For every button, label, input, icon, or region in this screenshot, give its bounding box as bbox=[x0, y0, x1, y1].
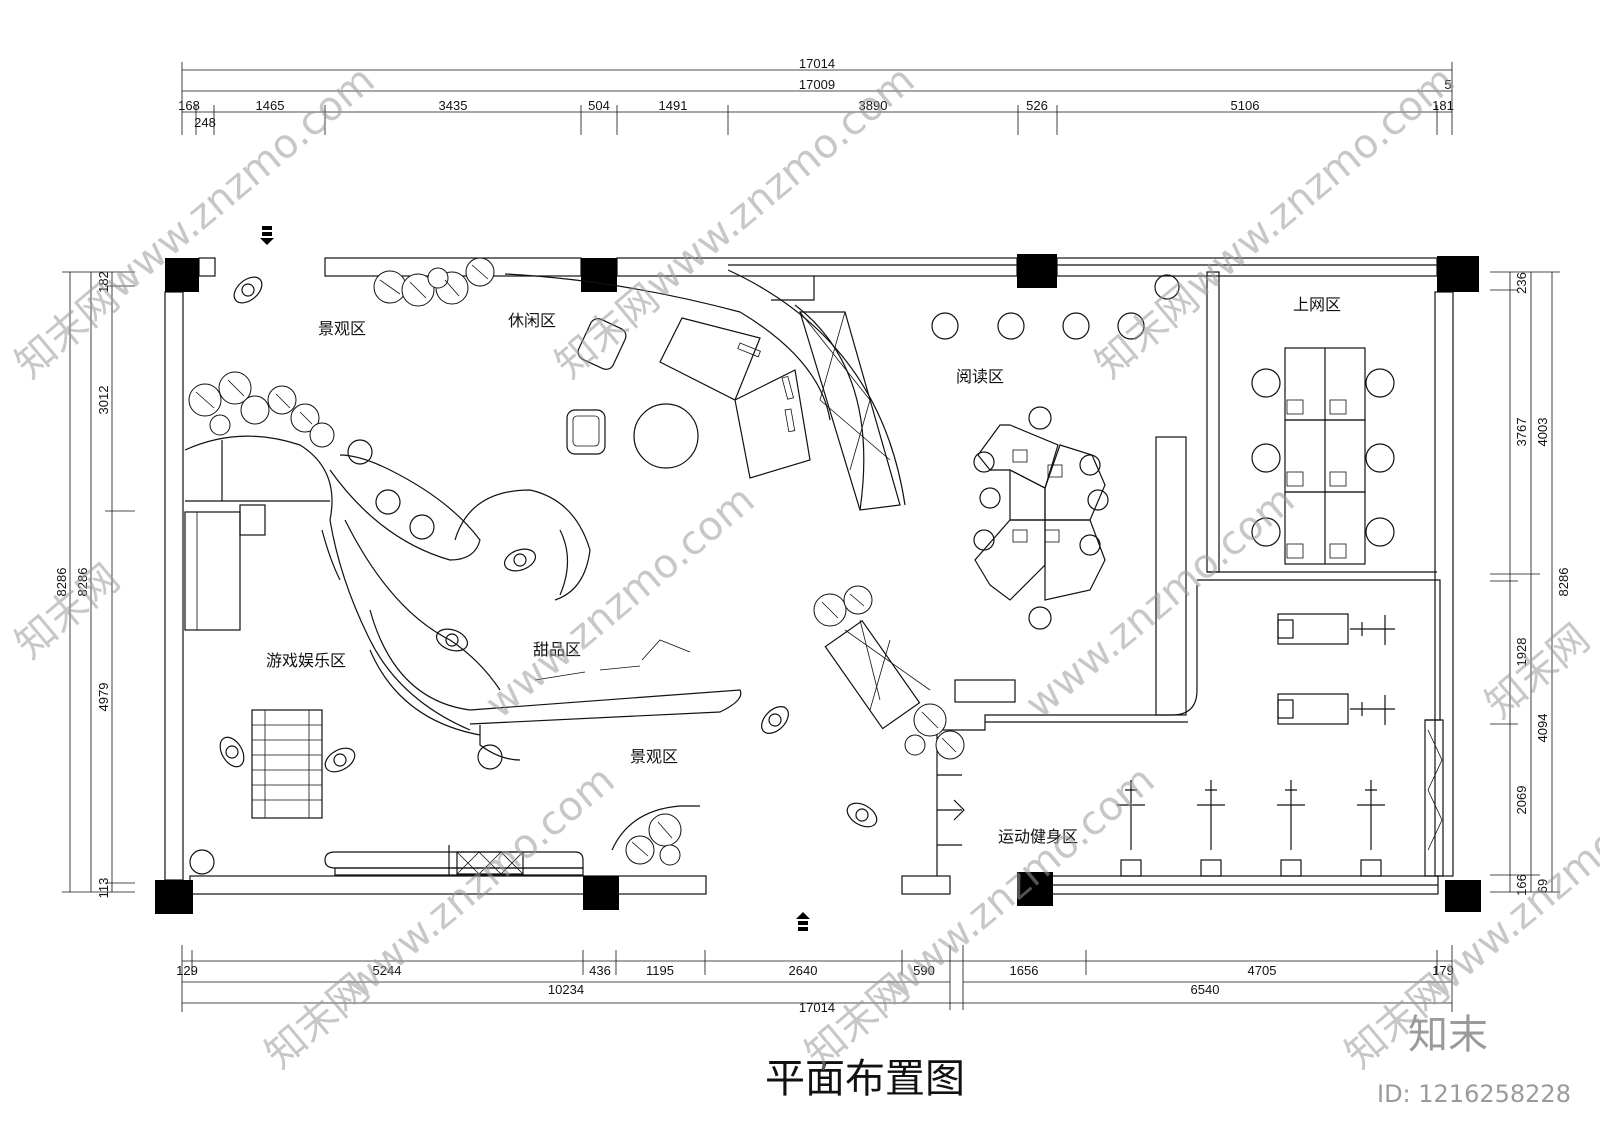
dim-top-seg: 3435 bbox=[439, 98, 468, 113]
dim-bottom-total: 17014 bbox=[799, 1000, 835, 1015]
column bbox=[1437, 256, 1479, 292]
column bbox=[155, 880, 193, 914]
column bbox=[1017, 254, 1057, 288]
dim-right-seg: 236 bbox=[1514, 272, 1529, 294]
zone-label-dessert: 甜品区 bbox=[533, 640, 581, 659]
dim-top-total-1: 17014 bbox=[799, 56, 835, 71]
watermark-site: www.znzmo.com bbox=[337, 757, 624, 1008]
dim-right-total: 8286 bbox=[1556, 568, 1571, 597]
watermark-brand: 知末网 bbox=[547, 275, 668, 387]
leisure-furniture bbox=[504, 269, 1180, 511]
dim-top-sub: 248 bbox=[194, 115, 216, 130]
right-dimensions: 236 3767 1928 2069 166 4003 4094 69 8286 bbox=[1490, 271, 1571, 896]
dim-left-seg: 182 bbox=[96, 271, 111, 293]
dim-bottom-seg: 2640 bbox=[789, 963, 818, 978]
armchair bbox=[566, 409, 606, 455]
zone-label-leisure: 休闲区 bbox=[508, 311, 556, 330]
armchair bbox=[577, 318, 627, 370]
dim-bottom-seg: 5244 bbox=[373, 963, 402, 978]
exercise-bikes bbox=[1117, 780, 1385, 877]
dim-top-seg: 181 bbox=[1432, 98, 1454, 113]
dim-bottom-seg: 590 bbox=[913, 963, 935, 978]
dim-bottom-seg: 179 bbox=[1432, 963, 1454, 978]
dim-bottom-sub-left: 10234 bbox=[548, 982, 584, 997]
dim-left-seg: 113 bbox=[96, 878, 111, 899]
dim-right-seg: 166 bbox=[1514, 874, 1529, 896]
walls bbox=[164, 257, 1454, 895]
watermark-brand: 知末网 bbox=[1477, 615, 1598, 727]
dim-right-seg: 1928 bbox=[1514, 638, 1529, 667]
zone-label-fitness: 运动健身区 bbox=[998, 827, 1078, 846]
bottom-dimensions: 129 5244 436 1195 2640 590 1656 4705 179… bbox=[176, 945, 1454, 1015]
dim-top-seg: 5106 bbox=[1231, 98, 1260, 113]
zone-label-reading: 阅读区 bbox=[956, 367, 1004, 386]
watermark-site: www.znzmo.com bbox=[97, 57, 384, 308]
zone-label-game: 游戏娱乐区 bbox=[266, 651, 346, 670]
dim-bottom-seg: 1195 bbox=[646, 963, 674, 978]
watermark-site: www.znzmo.com bbox=[637, 57, 924, 308]
round-table bbox=[633, 403, 699, 469]
dim-right-seg-b: 69 bbox=[1535, 879, 1550, 893]
structural-columns bbox=[155, 254, 1481, 914]
zone-label-landscape-s: 景观区 bbox=[630, 747, 678, 766]
zone-label-internet: 上网区 bbox=[1293, 295, 1341, 314]
watermark-logo: 知末 bbox=[1408, 1012, 1488, 1058]
bottom-counter bbox=[324, 805, 700, 876]
entrance-arrow-bottom bbox=[796, 912, 810, 931]
dim-right-seg: 3767 bbox=[1514, 418, 1529, 447]
column bbox=[165, 258, 199, 292]
dim-left-total-outer: 8286 bbox=[54, 568, 69, 597]
dim-top-seg: 1465 bbox=[256, 98, 285, 113]
dim-top-small: 5 bbox=[1444, 77, 1451, 92]
dim-left-seg: 4979 bbox=[96, 683, 111, 712]
sofa bbox=[184, 511, 241, 631]
dim-top-seg: 3890 bbox=[859, 98, 888, 113]
diagonal-planter bbox=[824, 619, 931, 730]
dim-right-seg-b: 4003 bbox=[1535, 418, 1550, 447]
internet-desks bbox=[1251, 347, 1395, 565]
game-table bbox=[251, 709, 323, 819]
watermark-brand: 知末网 bbox=[7, 275, 128, 387]
watermark-site: www.znzmo.com bbox=[1177, 57, 1464, 308]
dim-top-seg: 1491 bbox=[659, 98, 688, 113]
plants bbox=[188, 257, 965, 866]
watermark-brand: 知末网 bbox=[1087, 275, 1208, 387]
zone-label-landscape-nw: 景观区 bbox=[318, 319, 366, 338]
entrance-arrow-top bbox=[260, 226, 274, 245]
watermark-site: www.znzmo.com bbox=[1417, 757, 1600, 1008]
watermark-id: ID: 1216258228 bbox=[1377, 1080, 1571, 1108]
dim-top-seg: 504 bbox=[588, 98, 610, 113]
people-figures bbox=[219, 276, 878, 828]
dim-left-seg: 3012 bbox=[96, 386, 111, 415]
dim-top-seg: 526 bbox=[1026, 98, 1048, 113]
curved-counters bbox=[184, 435, 742, 875]
dim-bottom-sub-right: 6540 bbox=[1191, 982, 1220, 997]
watermark-site: www.znzmo.com bbox=[477, 477, 764, 728]
reading-stools bbox=[931, 312, 1145, 340]
left-dimensions: 8286 8286 182 3012 4979 113 bbox=[54, 271, 135, 898]
top-dimensions: 17014 17009 5 168 1465 3435 504 1491 389… bbox=[178, 56, 1454, 135]
dim-bottom-seg: 436 bbox=[589, 963, 611, 978]
column bbox=[583, 876, 619, 910]
dim-right-seg: 2069 bbox=[1514, 786, 1529, 815]
reading-workstations bbox=[973, 406, 1109, 630]
dim-left-total-inner: 8286 bbox=[75, 568, 90, 597]
zone-labels: 景观区 休闲区 阅读区 上网区 游戏娱乐区 甜品区 景观区 运动健身区 bbox=[266, 295, 1341, 846]
dim-bottom-seg: 1656 bbox=[1010, 963, 1039, 978]
dim-bottom-seg: 129 bbox=[176, 963, 198, 978]
dim-top-seg: 168 bbox=[178, 98, 200, 113]
column bbox=[1017, 872, 1053, 906]
fitness-equipment bbox=[1117, 613, 1443, 877]
column bbox=[581, 258, 617, 292]
dim-right-seg-b: 4094 bbox=[1535, 714, 1550, 743]
column bbox=[1445, 880, 1481, 912]
watermark-site: www.znzmo.com bbox=[1017, 477, 1304, 728]
drawing-title: 平面布置图 bbox=[765, 1056, 965, 1102]
dim-top-total-2: 17009 bbox=[799, 77, 835, 92]
dim-bottom-seg: 4705 bbox=[1248, 963, 1277, 978]
